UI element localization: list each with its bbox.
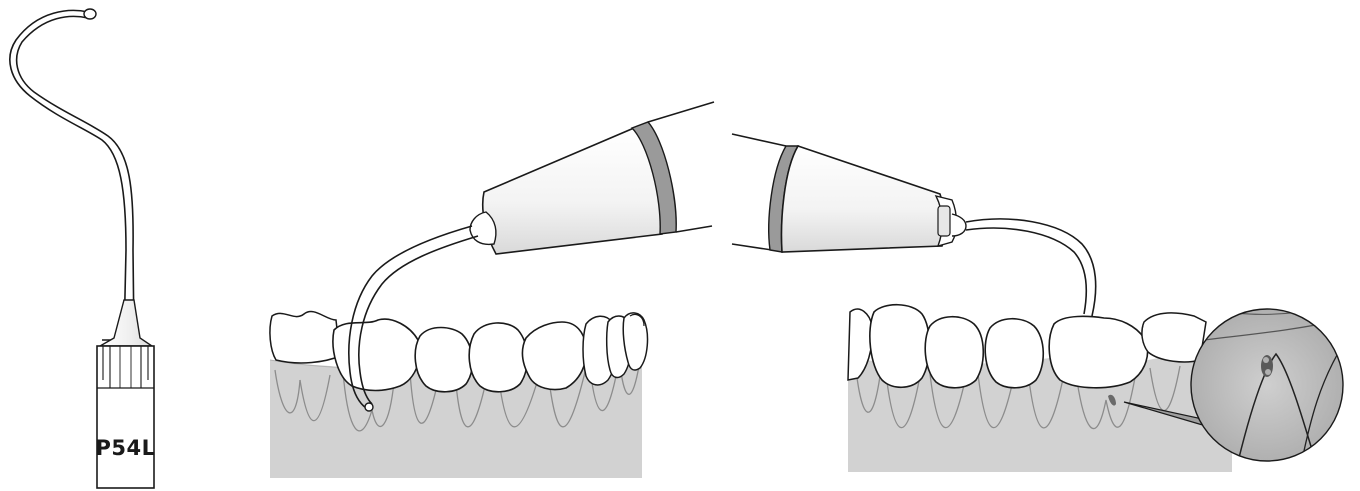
handpiece bbox=[470, 102, 714, 254]
tooth bbox=[523, 322, 587, 390]
right-illustration bbox=[732, 134, 1350, 472]
scaler-tip: P54L bbox=[10, 9, 156, 488]
tooth bbox=[333, 319, 420, 390]
tooth bbox=[1049, 316, 1147, 387]
tooth bbox=[469, 323, 527, 392]
tip-wire bbox=[10, 10, 126, 340]
tooth bbox=[270, 312, 340, 363]
tooth bbox=[1142, 313, 1206, 362]
handpiece-body bbox=[782, 146, 945, 252]
left-illustration bbox=[270, 102, 714, 478]
handpiece-body bbox=[483, 128, 662, 254]
tip-shank-flare bbox=[100, 300, 152, 346]
tooth bbox=[870, 305, 930, 388]
tip-end bbox=[84, 9, 96, 19]
handpiece bbox=[732, 134, 966, 252]
tooth bbox=[985, 319, 1043, 388]
tip-end bbox=[365, 403, 373, 411]
tip-body bbox=[97, 346, 154, 488]
tip-label: P54L bbox=[96, 436, 156, 460]
tip-wire bbox=[966, 219, 1096, 316]
tooth bbox=[415, 328, 472, 392]
tooth bbox=[925, 317, 983, 388]
